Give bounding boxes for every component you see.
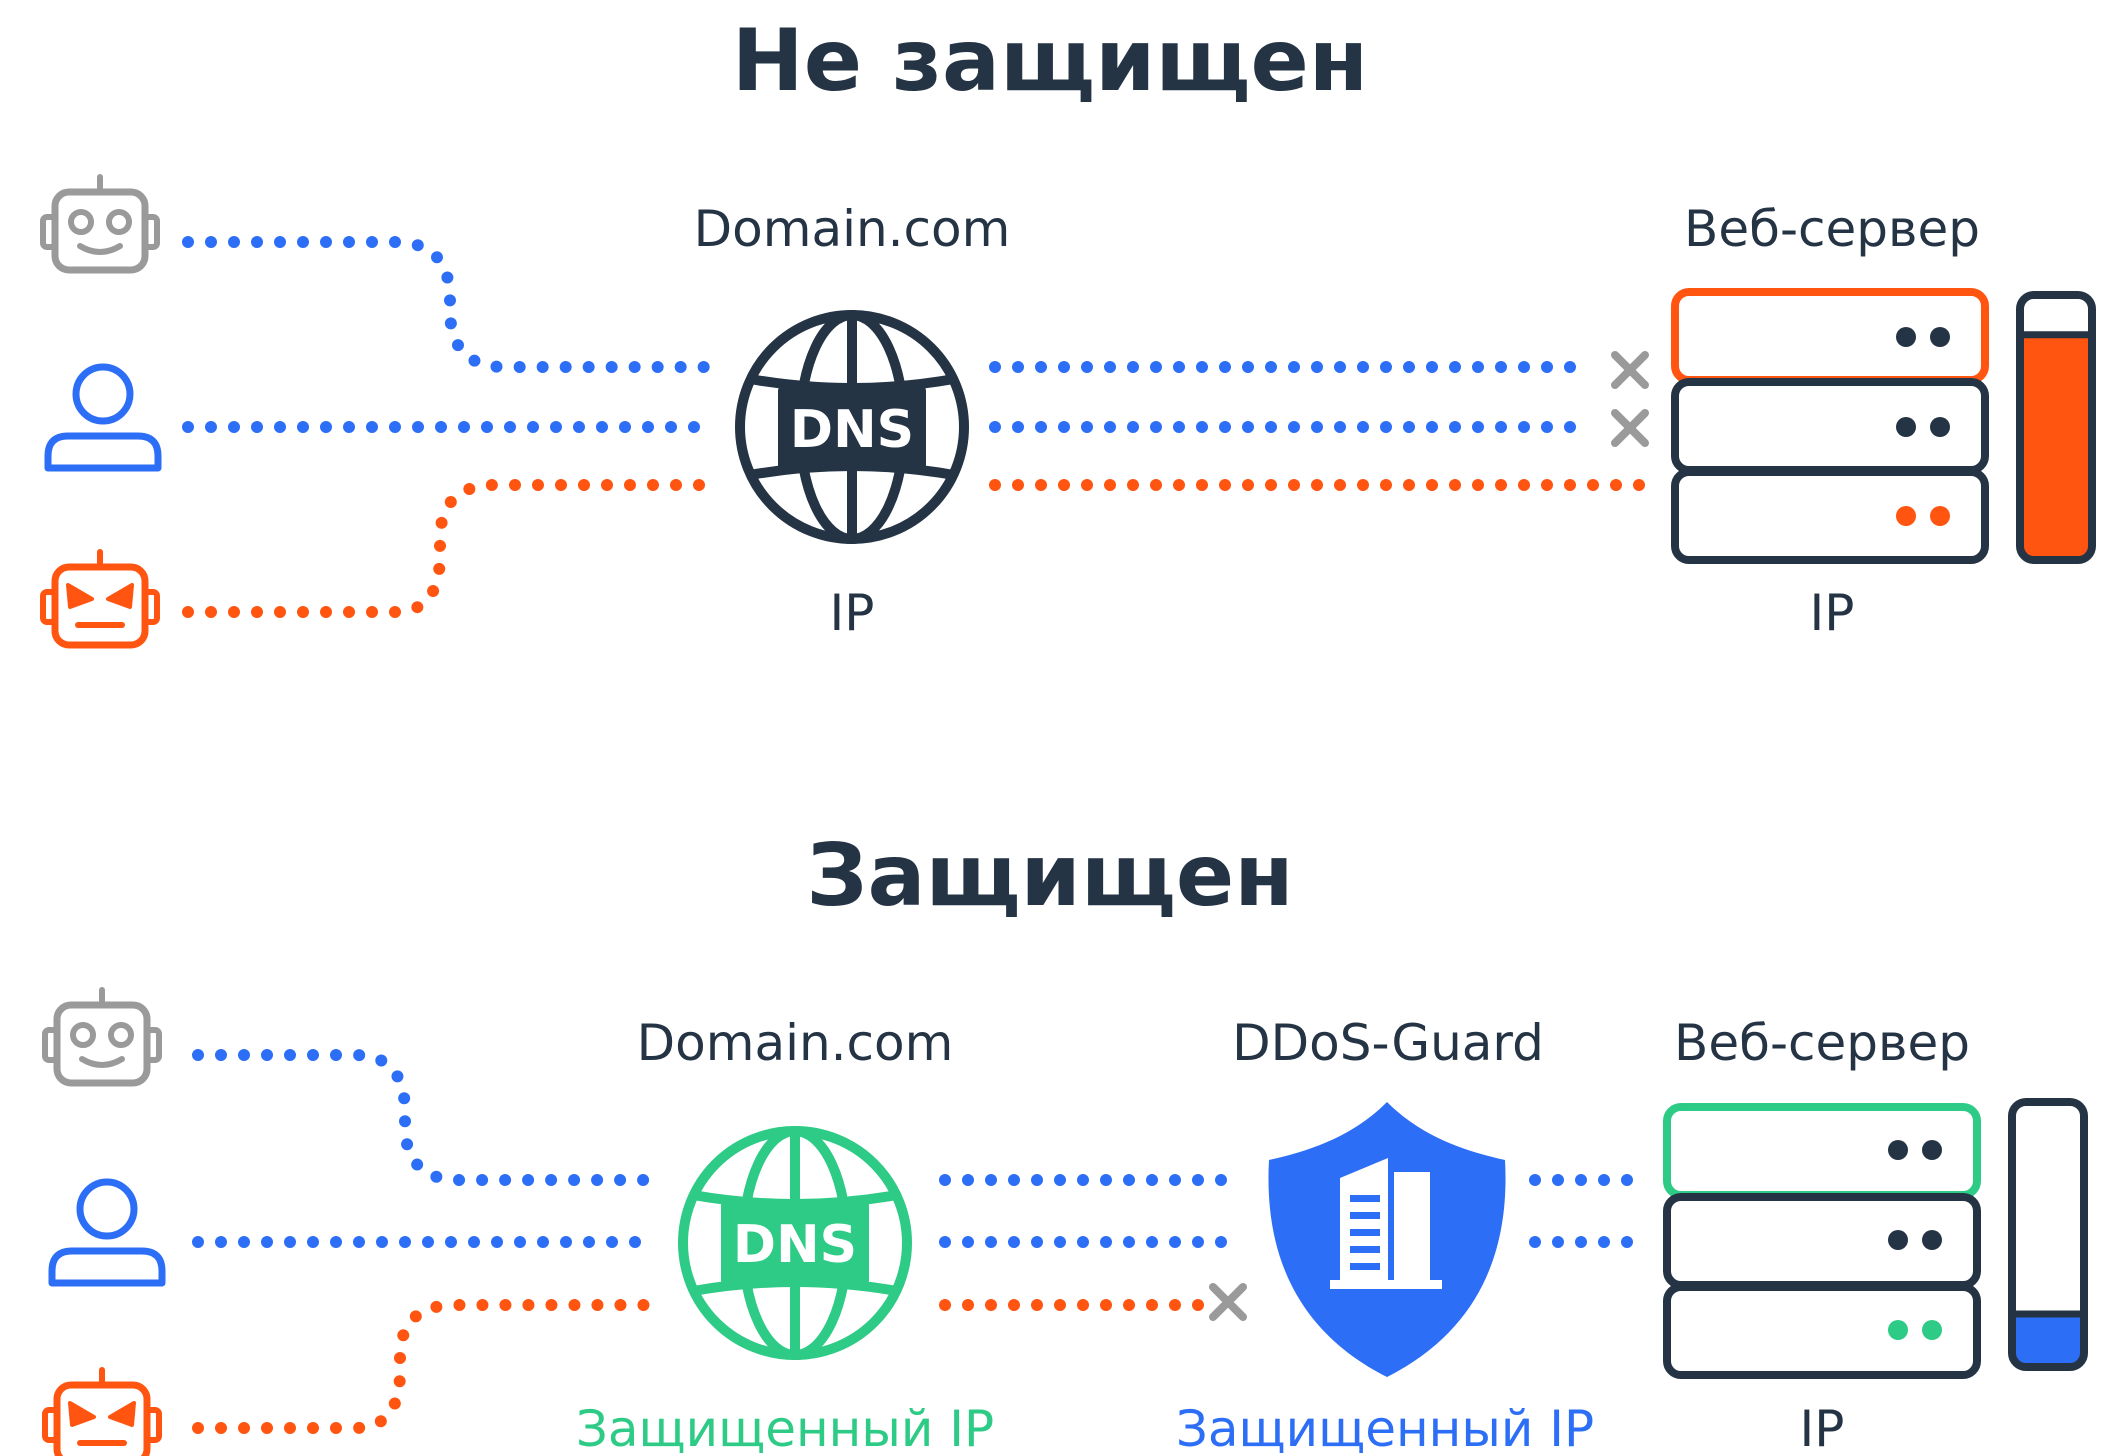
server-icon <box>1663 1103 1981 1379</box>
domain-label-unprotected: Domain.com <box>694 200 1011 258</box>
server-unit <box>1671 468 1989 564</box>
building-icon <box>1330 1158 1442 1289</box>
load-gauge-icon <box>2016 291 2096 564</box>
user-icon <box>48 367 158 468</box>
dns-text-protected: DNS <box>733 1215 857 1275</box>
load-gauge-fill <box>2020 334 2092 560</box>
guard-label: DDoS-Guard <box>1232 1014 1544 1072</box>
domain-label-protected: Domain.com <box>637 1014 954 1072</box>
dotted-connections-unprotected <box>182 236 1646 618</box>
server-unit <box>1663 1283 1981 1379</box>
robot-icon <box>45 990 159 1083</box>
title-protected: Защищен <box>806 826 1293 926</box>
malicious-robot-icon <box>43 552 157 645</box>
dotted-connections-protected <box>192 1049 1641 1434</box>
server-label-unprotected: Веб-сервер <box>1684 200 1980 258</box>
path-evilbot-to-dns <box>182 479 711 618</box>
server-ip-label-protected: IP <box>1800 1400 1845 1456</box>
dns-text-unprotected: DNS <box>790 400 914 460</box>
user-icon <box>52 1182 162 1283</box>
server-label-protected: Веб-сервер <box>1674 1014 1970 1072</box>
malicious-robot-icon <box>45 1370 159 1456</box>
path-robot-to-dns <box>192 1049 651 1186</box>
shield-icon <box>1268 1102 1506 1377</box>
load-gauge-frame <box>2016 291 2096 564</box>
blocked-icon <box>1213 1287 1243 1317</box>
blocked-icon <box>1615 355 1645 385</box>
blocked-icon <box>1615 413 1645 443</box>
path-evilbot-to-dns <box>192 1299 651 1434</box>
load-gauge-frame <box>2008 1098 2088 1371</box>
title-unprotected: Не защищен <box>732 11 1368 111</box>
server-icon <box>1671 288 1989 564</box>
dns-ip-label-protected: Защищенный IP <box>576 1400 994 1456</box>
load-gauge-icon <box>2008 1098 2088 1371</box>
dns-badge-protected <box>721 1200 869 1286</box>
guard-ip-label: Защищенный IP <box>1176 1400 1594 1456</box>
path-robot-to-dns <box>182 236 711 373</box>
robot-icon <box>43 177 157 270</box>
server-ip-label-unprotected: IP <box>1810 584 1855 642</box>
dns-ip-label-unprotected: IP <box>830 584 875 642</box>
dns-badge-unprotected <box>778 385 926 471</box>
load-gauge-fill <box>2012 1314 2084 1367</box>
